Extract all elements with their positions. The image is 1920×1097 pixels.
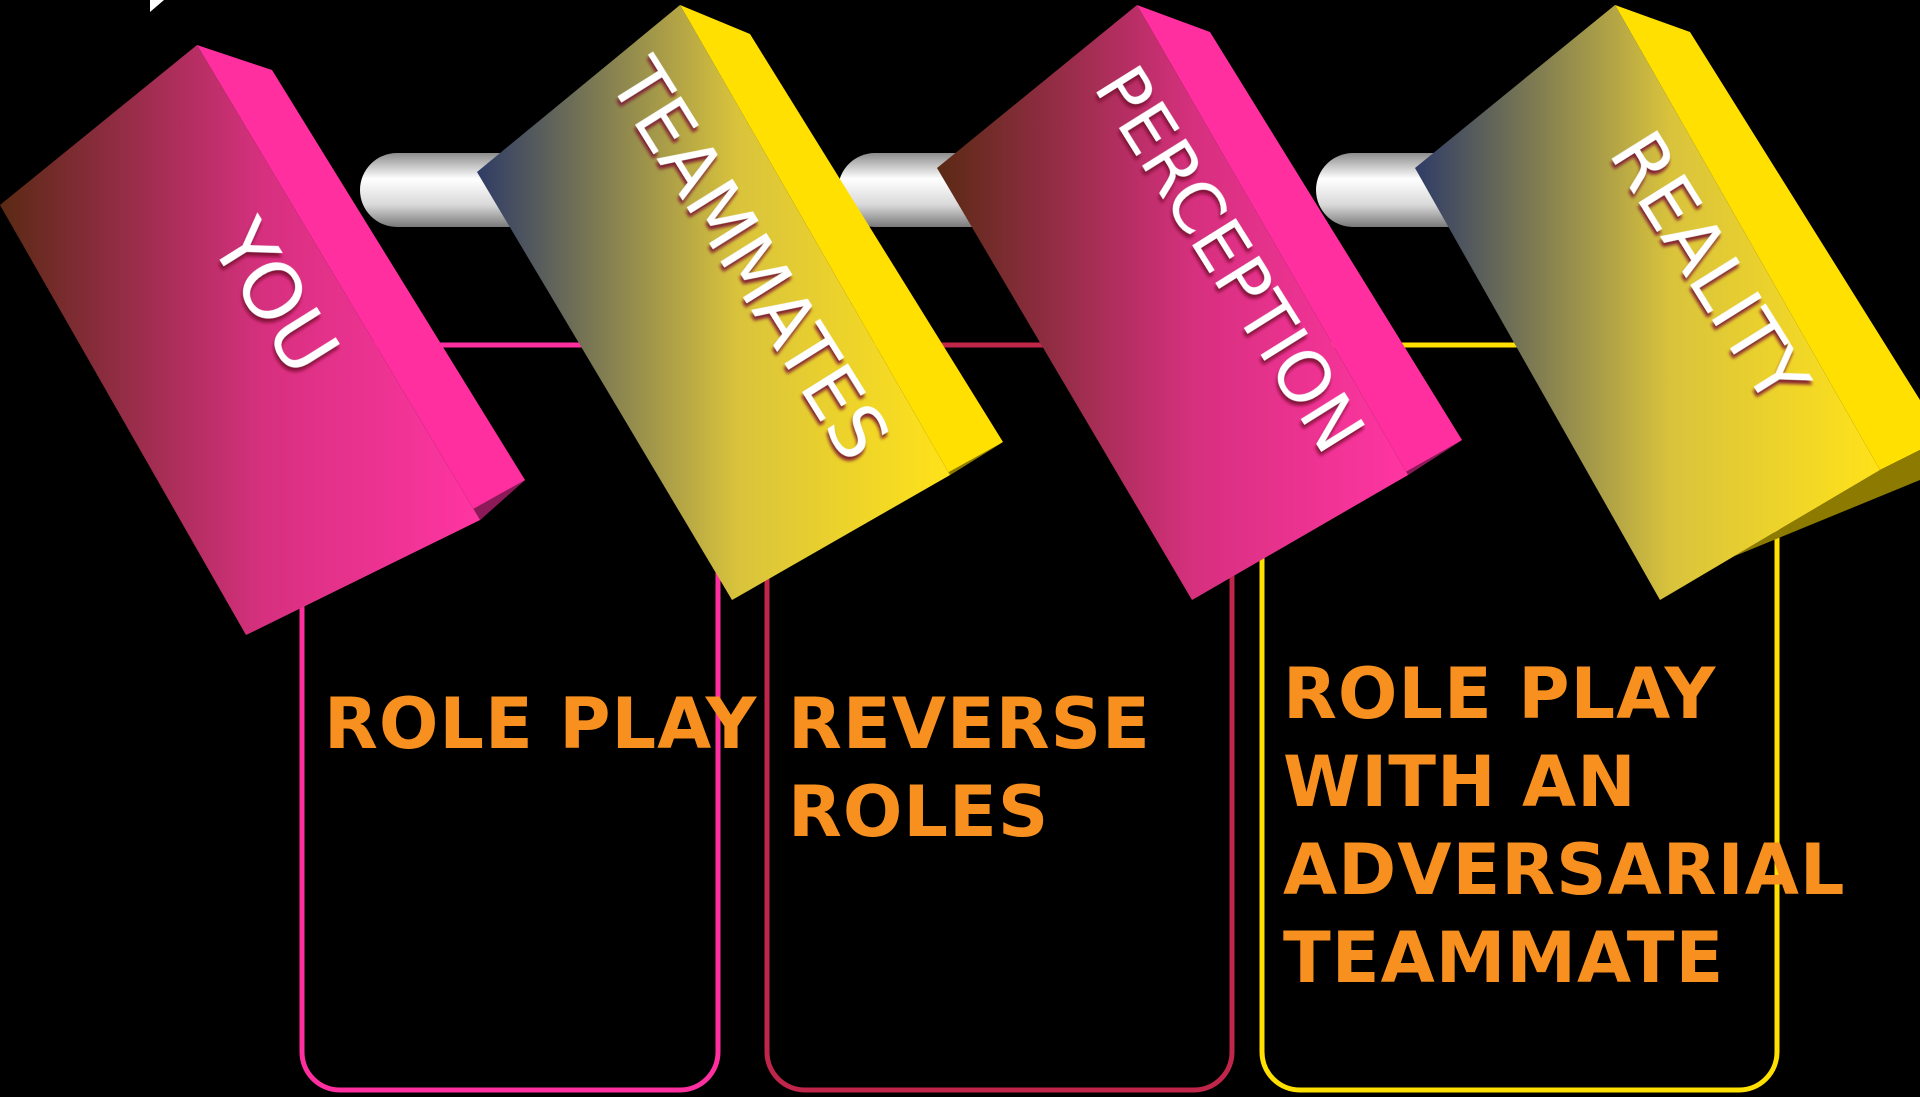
corner-fragment [150, 0, 164, 12]
block-teammates-top-face [680, 5, 1003, 475]
block-perception-front-face [937, 5, 1408, 600]
block-you: YOU [0, 45, 525, 635]
panel-1-border [299, 342, 721, 1093]
block-reality-bottom-face [1660, 450, 1920, 600]
block-reality-front-face [1415, 5, 1880, 600]
panel-2-border [764, 342, 1235, 1093]
block-perception: PERCEPTION [937, 5, 1462, 600]
block-reality-top-face [1615, 5, 1920, 470]
block-perception-top-face [1137, 5, 1462, 475]
panel-1-text: ROLE PLAY [324, 683, 758, 765]
block-teammates-front-face [477, 5, 950, 600]
block-you-front-face [0, 45, 480, 635]
block-reality: REALITY [1415, 5, 1920, 600]
panel-2-text: REVERSE ROLES [788, 683, 1151, 853]
block-you-top-face [197, 45, 525, 520]
panel-3-text: ROLE PLAY WITH AN ADVERSARIAL TEAMMATE [1283, 653, 1846, 999]
panels-layer [299, 342, 1780, 1093]
block-teammates: TEAMMATES [477, 5, 1003, 600]
